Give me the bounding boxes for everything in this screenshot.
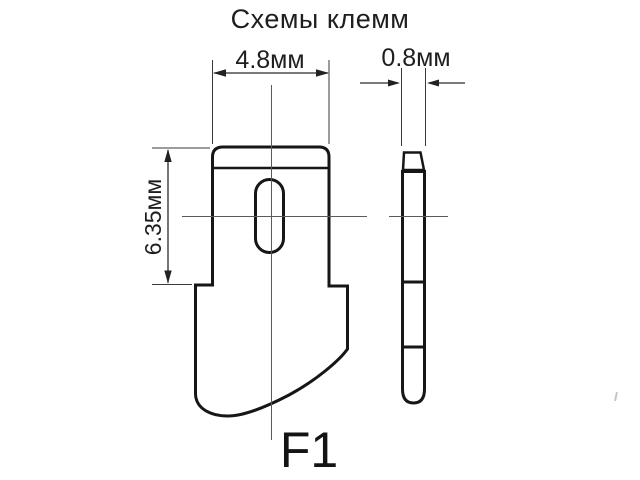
dimension-blade-thickness [360,68,465,146]
side-view-body [401,170,426,405]
thickness-arrowhead-left [388,79,400,87]
side-view-tip [401,151,426,172]
width-arrowhead-right [316,69,329,77]
terminal-type-label: F1 [279,422,339,478]
blade-thickness-label: 0.8мм [381,44,451,72]
page-title: Схемы клемм [230,4,410,34]
thickness-arrowhead-right [427,79,439,87]
dimension-blade-width [212,60,330,144]
height-arrowhead-bottom [164,270,172,284]
hole-height-label: 6.35мм [140,178,166,256]
front-centerlines [182,85,367,440]
dimension-hole-height [152,147,210,285]
side-view [389,151,448,405]
width-arrowhead-left [213,69,226,77]
blade-width-label: 4.8мм [235,46,305,74]
height-arrowhead-top [164,149,172,162]
